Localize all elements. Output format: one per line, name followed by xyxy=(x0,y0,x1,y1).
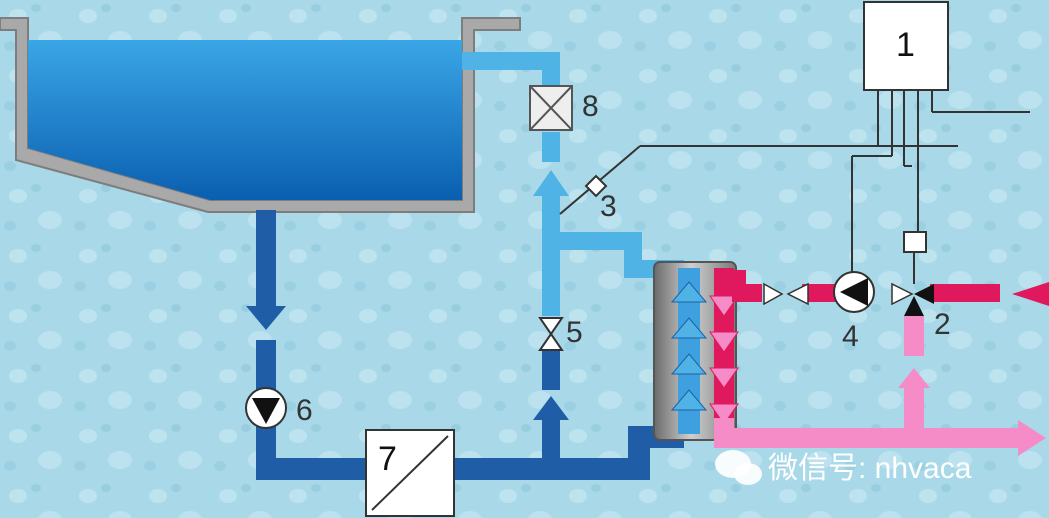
controller xyxy=(851,1,1030,284)
label-sensor: 3 xyxy=(600,190,617,223)
wechat-watermark: 微信号: nhvaca xyxy=(715,450,972,485)
label-dosing: 8 xyxy=(582,90,599,123)
filter-unit xyxy=(365,429,455,517)
flow-arrow-up xyxy=(670,281,708,303)
label-heating-pump: 4 xyxy=(842,320,859,353)
heating-pump xyxy=(833,271,875,313)
pool-supply-pipe xyxy=(462,52,684,316)
flow-arrow-down xyxy=(709,295,739,317)
warm-return-riser xyxy=(898,368,930,436)
flow-arrow-right xyxy=(1018,420,1046,456)
flow-arrow-up xyxy=(670,317,708,339)
flow-arrow-up xyxy=(533,170,569,196)
label-pool-pump: 6 xyxy=(296,394,313,427)
pool-pump xyxy=(245,387,287,429)
label-mixing-valve: 2 xyxy=(934,308,951,341)
flow-arrow-right xyxy=(763,282,784,306)
flow-arrow-down xyxy=(709,367,739,389)
flow-arrow-down xyxy=(709,331,739,353)
shutoff-valve xyxy=(538,317,564,351)
flow-arrow-left xyxy=(1012,282,1049,306)
flow-arrow-down xyxy=(246,306,286,330)
bypass-riser xyxy=(533,350,569,468)
warm-return-pipe xyxy=(714,418,1046,456)
hot-supply-pipe xyxy=(716,270,1049,306)
mixing-valve xyxy=(891,282,934,356)
flow-arrow-up xyxy=(670,353,708,375)
label-controller: 1 xyxy=(896,26,915,64)
label-valve: 5 xyxy=(566,316,583,349)
watermark-text: 微信号: nhvaca xyxy=(768,452,972,485)
label-filter: 7 xyxy=(378,440,397,478)
flow-arrow-left xyxy=(786,282,809,306)
heat-exchanger xyxy=(653,261,739,441)
flow-arrow-down xyxy=(709,403,739,425)
flow-arrow-up xyxy=(533,396,569,420)
flow-arrow-up xyxy=(670,389,708,411)
dosing-unit xyxy=(529,85,573,131)
pool-water xyxy=(28,40,462,200)
